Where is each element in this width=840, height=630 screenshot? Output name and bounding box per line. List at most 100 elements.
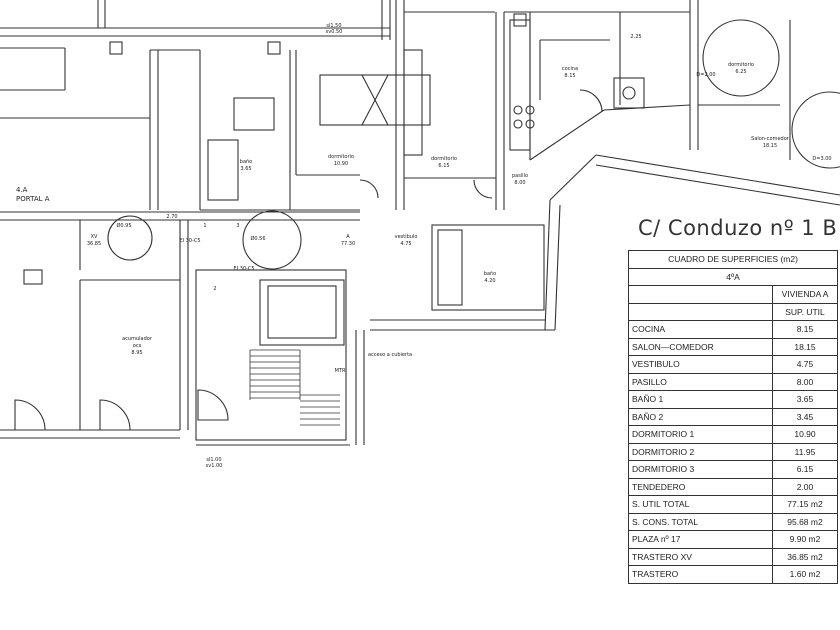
table-cell-name: COCINA [628, 320, 773, 339]
vestibulo-area: 4.75 [400, 241, 411, 247]
dormitorio-2-area: 6.15 [438, 163, 449, 169]
top-ref-1: sl1.50 [326, 23, 341, 29]
lift-label-2: EI 30-C5 [233, 266, 254, 272]
a-unit-label: A [346, 234, 350, 240]
cocina-label: cocina [562, 66, 578, 72]
cocina-area: 8.15 [564, 73, 575, 79]
table-cell-value: 3.65 [772, 390, 838, 409]
tendedero-area: 2.25 [630, 34, 641, 40]
table-caption: CUADRO DE SUPERFICIES (m2) [628, 250, 838, 269]
table-cell-value: 77.15 m2 [772, 495, 838, 514]
dormitorio-3-label: dormitorio [728, 62, 754, 68]
dim-label-5: D=2.00 [696, 72, 715, 78]
pasillo-label: pasillo [512, 173, 528, 179]
table-header-empty [628, 285, 773, 304]
marker-3: 3 [236, 223, 239, 229]
bottom-ref-2: sv1.00 [206, 463, 223, 469]
portal-label-line2: PORTAL A [16, 195, 50, 203]
table-cell-name: TENDEDERO [628, 477, 773, 496]
top-ref-2: sv0.50 [326, 29, 343, 35]
table-cell-name: S. CONS. TOTAL [628, 512, 773, 531]
salon-label: Salon-comedor [751, 136, 790, 142]
table-cell-name: DORMITORIO 2 [628, 442, 773, 461]
table-cell-name: DORMITORIO 1 [628, 425, 773, 444]
table-cell-name: DORMITORIO 3 [628, 460, 773, 479]
table-header-row: VIVIENDA A [628, 285, 838, 304]
table-cell-value: 8.00 [772, 372, 838, 391]
bottom-ref-1: sl1.00 [206, 457, 221, 463]
acumulador-sub: ocs [133, 343, 142, 349]
table-cell-value: 36.85 m2 [772, 547, 838, 566]
vestibulo-label: vestibulo [395, 234, 418, 240]
surface-table: CUADRO DE SUPERFICIES (m2) 4ºA VIVIENDA … [628, 250, 838, 584]
table-col-subheader: SUP. UTIL [772, 302, 838, 321]
lift-label-1: EI 30-C5 [179, 238, 200, 244]
pasillo-area: 8.00 [514, 180, 525, 186]
table-col-header: VIVIENDA A [772, 285, 838, 304]
table-subcaption: 4ºA [628, 267, 838, 286]
salon-area: 18.15 [763, 143, 777, 149]
table-cell-value: 1.60 m2 [772, 565, 838, 584]
dormitorio-1-label: dormitorio [328, 154, 354, 160]
bano-1-label: baño [240, 159, 252, 165]
table-cell-value: 95.68 m2 [772, 512, 838, 531]
a-unit-area: 77.30 [341, 241, 355, 247]
table-cell-name: TRASTERO [628, 565, 773, 584]
xv-label: XV [91, 234, 98, 240]
table-cell-name: BAÑO 1 [628, 390, 773, 409]
table-cell-value: 10.90 [772, 425, 838, 444]
table-cell-value: 8.15 [772, 320, 838, 339]
dim-label-2: Ø0.56 [250, 235, 265, 242]
table-subheader-row: SUP. UTIL [628, 302, 838, 321]
dormitorio-3-area: 6.25 [735, 69, 746, 75]
table-cell-name: SALON—COMEDOR [628, 337, 773, 356]
table-cell-value: 2.00 [772, 477, 838, 496]
table-cell-value: 6.15 [772, 460, 838, 479]
table-cell-value: 4.75 [772, 355, 838, 374]
acumulador-label: acumulador [122, 336, 153, 342]
dormitorio-1-area: 10.90 [334, 161, 348, 167]
marker-2: 2 [213, 286, 216, 292]
portal-label-line1: 4.A [16, 186, 28, 194]
dim-label-3: 2.70 [166, 214, 177, 220]
address-title: C/ Conduzo nº 1 B [638, 216, 838, 240]
table-cell-value: 18.15 [772, 337, 838, 356]
table-cell-name: PASILLO [628, 372, 773, 391]
table-subcaption-row: 4ºA [628, 267, 838, 286]
table-cell-value: 3.45 [772, 407, 838, 426]
bano-2-area: 4.20 [484, 278, 495, 284]
dormitorio-2-label: dormitorio [431, 156, 457, 162]
dim-label-1: Ø0.95 [116, 222, 131, 229]
table-cell-name: PLAZA nº 17 [628, 530, 773, 549]
acumulador-area: 8.95 [131, 350, 142, 356]
dim-label-4: D=3.00 [812, 156, 831, 162]
xv-area: 36.85 [87, 241, 101, 247]
table-cell-value: 9.90 m2 [772, 530, 838, 549]
bano-1-area: 3.65 [240, 166, 251, 172]
table-subheader-empty [628, 302, 773, 321]
mtr-label: MTR [335, 368, 346, 374]
table-cell-name: VESTIBULO [628, 355, 773, 374]
table-cell-name: BAÑO 2 [628, 407, 773, 426]
table-cell-name: S. UTIL TOTAL [628, 495, 773, 514]
marker-1: 1 [203, 223, 206, 229]
acceso-label: acceso a cubierta [368, 352, 412, 358]
table-cell-value: 11.95 [772, 442, 838, 461]
table-caption-row: CUADRO DE SUPERFICIES (m2) [628, 250, 838, 269]
